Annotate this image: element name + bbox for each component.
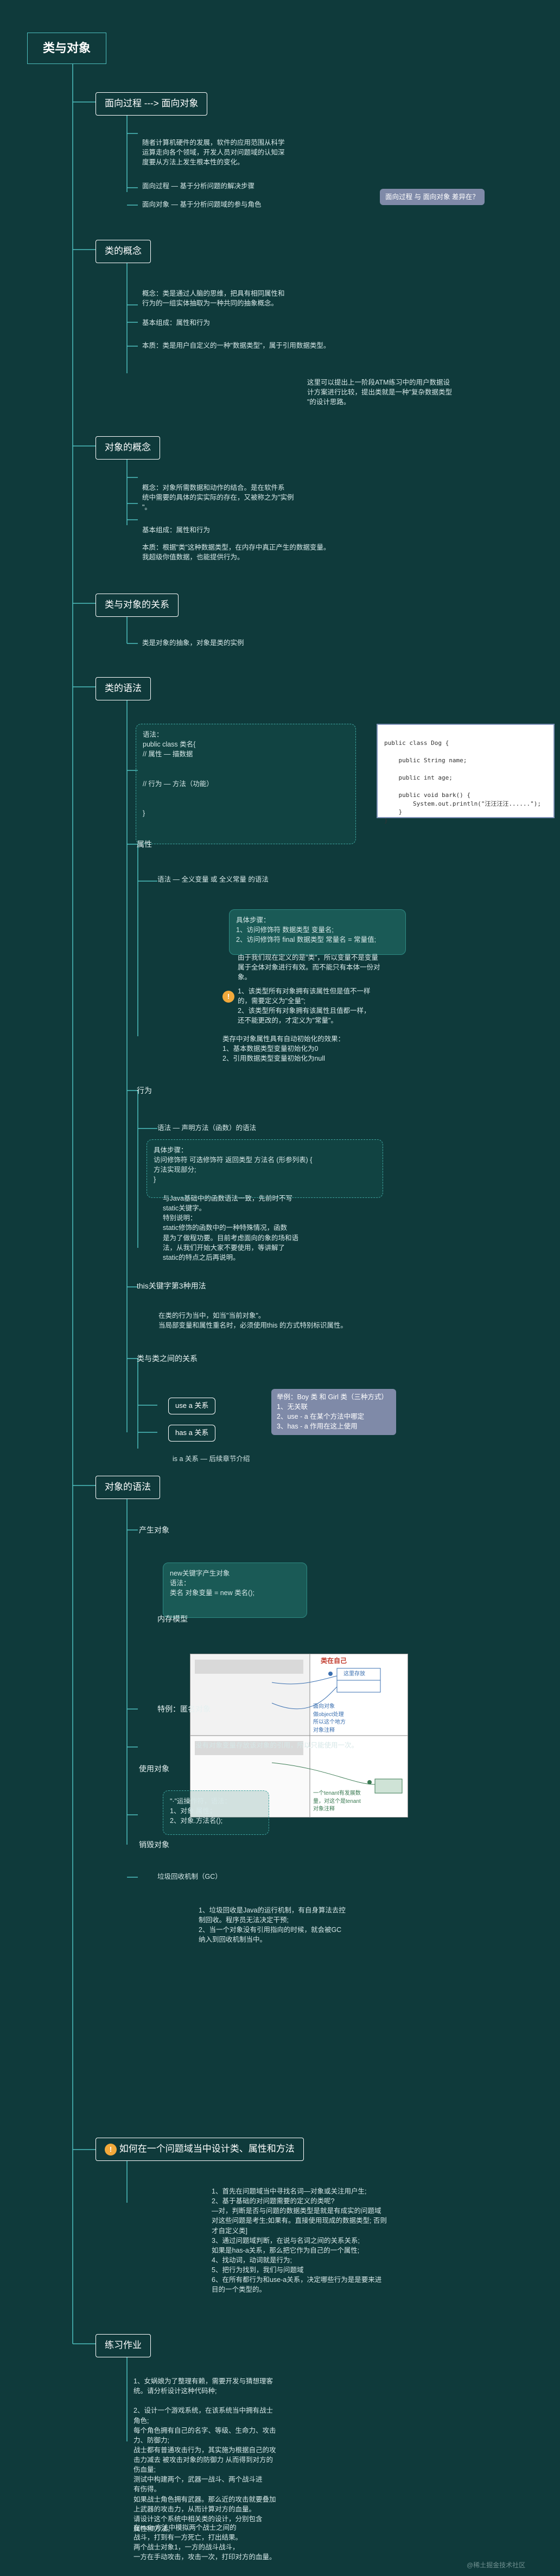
warning-badge-icon: ! [105, 2144, 117, 2156]
class-concept-definition: 概念：类是通过人脑的思维，把具有相同属性和 行为的一组实体抽取为一种共同的抽象概… [142, 290, 285, 308]
object-components: 基本组成：属性和行为 [142, 526, 211, 534]
exercise-text: 1、女娲娘为了整理有赖，需要开发与猜想理客 统。请分析设计这种代码种; 2、设计… [133, 2377, 276, 2533]
exercise-text-continued: 在main方法中模拟两个战士之间的 战斗，打到有一方死亡，打出结果。 两个战士对… [133, 2524, 276, 2561]
oop-evolution-text: 随者计算机硬件的发展，软件的应用范围从科学 运算走向各个领域，开发人员对问题域的… [142, 139, 285, 167]
anonymous-object-text: 没有对象变量存放该对象的引用，所以只能使用一次。 [195, 1742, 359, 1749]
produce-object-label: 产生对象 [139, 1526, 169, 1534]
attribute-point-badge: ! [222, 991, 234, 1003]
memory-diagram-label-object: 面向对象 做object处理 所以这个地方 对象注释 [313, 1704, 346, 1733]
topic-design-classes[interactable]: ! 如何在一个问题域当中设计类、属性和方法 [96, 2138, 304, 2161]
this-keyword-text: 在类的行为当中，如当"当前对象"。 当局部变量和属性重名时，必须使用this 的… [158, 1312, 347, 1330]
class-object-relation-text: 类是对象的抽象，对象是类的实例 [142, 639, 244, 647]
difference-note: 面向过程 与 面向对象 差异在？ [380, 189, 485, 206]
behavior-syntax: 语法 — 声明方法（函数）的语法 [157, 1124, 256, 1132]
code-line: } [384, 808, 403, 816]
use-a-relation[interactable]: use a 关系 [168, 1398, 216, 1414]
design-classes-label: 如何在一个问题域当中设计类、属性和方法 [119, 2144, 295, 2154]
class-essence: 本质：类是用户自定义的一种"数据类型"，属于引用数据类型。 [142, 342, 330, 349]
gc-label: 垃圾回收机制（GC） [157, 1873, 222, 1880]
code-line: public int age; [384, 774, 453, 781]
attribute-point-one: 由于我们现在定义的是"类"，所以变量不是变量 属于全体对象进行有效。而不能只有本… [238, 954, 380, 981]
watermark: @稀土掘金技术社区 [467, 2561, 526, 2569]
class-components: 基本组成：属性和行为 [142, 319, 211, 327]
code-line: public String name; [384, 756, 467, 764]
produce-object-box: new关键字产生对象 语法： 类名 对象变量 = new 类名(); [163, 1563, 307, 1618]
memory-diagram-label-store: 这里存放 [343, 1671, 365, 1677]
attribute-steps-box: 具体步骤： 1、访问修饰符 数据类型 变量名; 2、访问修饰符 final 数据… [229, 909, 406, 955]
attribute-point-two: 1、该类型所有对象拥有该属性但是值不一样 的，需要定义为"全量"; 2、该类型所… [238, 987, 371, 1025]
behavior-notes: 与Java基础中的函数语法一致，先前时不写 static关键字。 特别说明： s… [163, 1195, 299, 1261]
attribute-syntax: 语法 — 全义变量 或 全义常量 的语法 [157, 876, 269, 883]
behavior-steps-box: 具体步骤： 访问修饰符 可选修饰符 返回类型 方法名 (形参列表) { 方法实现… [147, 1139, 383, 1198]
destroy-object-label: 销毁对象 [139, 1840, 169, 1849]
memory-model-diagram: 类在自己 这里存放 面向对象 做object处理 所以这个地方 对象注释 一个t… [190, 1654, 408, 1818]
object-essence: 本质：根据"类"这种数据类型，在内存中真正产生的数据变量。 我超级你值数据，也能… [142, 544, 330, 562]
code-line: public class Dog { [384, 739, 449, 747]
procedural-item: 面向过程 — 基于分析问题的解决步骤 [142, 182, 254, 190]
behavior-label: 行为 [137, 1086, 152, 1095]
topic-exercise[interactable]: 练习作业 [96, 2334, 151, 2357]
gc-text: 1、垃圾回收是Java的运行机制，有自身算法去控 制回收。程序员无法决定干预; … [199, 1907, 346, 1944]
design-classes-steps: 1、首先在问题域当中寻找名词—对象或关注用户生; 2、基于基础的对问题需要的定义… [212, 2188, 387, 2294]
this-keyword-label: this关键字第3种用法 [137, 1281, 206, 1290]
code-line: public void bark() { [384, 791, 470, 799]
topic-class-syntax[interactable]: 类的语法 [96, 677, 151, 700]
object-oriented-item: 面向对象 — 基于分析问题域的参与角色 [142, 201, 262, 208]
class-syntax-box: 语法： public class 类名{ // 属性 — 描数据 // 行为 —… [136, 724, 356, 844]
topic-class-concept[interactable]: 类的概念 [96, 240, 151, 263]
attribute-default-init: 类存中对象属性具有自动初始化的效果： 1、基本数据类型变量初始化为0 2、引用数… [222, 1035, 345, 1063]
dog-class-code: public class Dog { public String name; p… [377, 724, 555, 824]
topic-oop-evolution[interactable]: 面向过程 ---> 面向对象 [96, 92, 208, 116]
relation-example-note: 举例：Boy 类 和 Girl 类（三种方式） 1、无关联 2、use - a … [271, 1389, 396, 1435]
topic-object-concept[interactable]: 对象的概念 [96, 436, 160, 460]
topic-object-syntax[interactable]: 对象的语法 [96, 1476, 160, 1499]
object-concept-definition: 概念：对象所需数据和动作的结合。是在软件系 统中需要的具体的实实际的存在，又被称… [142, 484, 294, 512]
attribute-label: 属性 [137, 840, 152, 849]
memory-model-svg [190, 1654, 408, 1817]
topic-class-object-relation[interactable]: 类与对象的关系 [96, 594, 179, 617]
memory-model-label: 内存模型 [157, 1615, 188, 1623]
is-a-relation: is a 关系 — 后续章节介绍 [173, 1455, 250, 1463]
has-a-relation[interactable]: has a 关系 [168, 1425, 216, 1442]
class-relation-label: 类与类之间的关系 [137, 1354, 198, 1363]
memory-diagram-label-tenant: 一个tenant有发展数 量，对这个是tenant 对象注释 [313, 1790, 361, 1812]
code-line: } [384, 817, 388, 825]
use-object-box: "·"运操作符，语法： 1、对象.属性； 2、对象.方法名(); [163, 1790, 269, 1835]
root-title: 类与对象 [27, 33, 107, 64]
code-line: System.out.println("汪汪汪汪......"); [384, 800, 542, 807]
memory-diagram-title: 类在自己 [321, 1657, 347, 1665]
class-design-tip: 这里可以提出上一阶段ATM练习中的用户数据设 计方案进行比较，提出类就是一种"复… [307, 379, 452, 406]
warning-badge-icon: ! [222, 991, 234, 1003]
anonymous-object-label: 特例：匿名对象 [157, 1705, 211, 1713]
use-object-label: 使用对象 [139, 1764, 169, 1773]
